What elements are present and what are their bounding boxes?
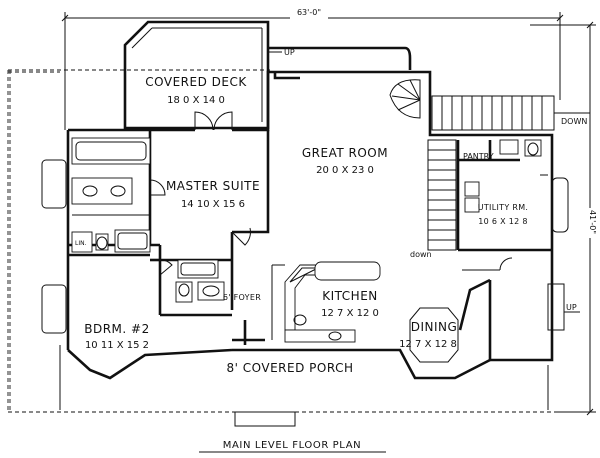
covered-deck-size: 18 0 X 14 0 xyxy=(167,95,225,106)
plan-title: MAIN LEVEL FLOOR PLAN xyxy=(223,440,361,451)
master-bath: LIN. xyxy=(71,137,151,253)
kitchen-cabinets xyxy=(271,261,381,343)
overall-depth-dimension: 41'-0" xyxy=(583,21,597,416)
room-great-room: GREAT ROOM 20 0 X 23 0 xyxy=(302,146,388,176)
covered-porch-name: 8' COVERED PORCH xyxy=(227,361,354,375)
deck-down-label: DOWN xyxy=(561,117,587,126)
interior-walls xyxy=(68,130,270,345)
overall-width-dimension: 63'-0" xyxy=(61,8,564,24)
kitchen-name: KITCHEN xyxy=(322,289,378,303)
great-room-name: GREAT ROOM xyxy=(302,146,388,160)
depth-dimension-label: 41'-0" xyxy=(588,210,597,234)
plan-title-block: MAIN LEVEL FLOOR PLAN xyxy=(199,440,386,453)
pantry-utility: PANTRY xyxy=(458,139,569,271)
spiral-stair xyxy=(389,79,421,119)
room-bedroom-2: BDRM. #2 10 11 X 15 2 xyxy=(84,322,149,351)
dining-name: DINING xyxy=(411,320,458,334)
kitchen-size: 12 7 X 12 0 xyxy=(321,308,379,319)
interior-stair: down xyxy=(410,139,460,259)
bedroom-2-size: 10 11 X 15 2 xyxy=(85,340,149,351)
bedroom-2-name: BDRM. #2 xyxy=(84,322,149,336)
width-dimension-label: 63'-0" xyxy=(297,8,321,17)
room-kitchen: KITCHEN 12 7 X 12 0 xyxy=(321,289,379,319)
east-entry-up-label: UP xyxy=(566,303,577,312)
great-room-size: 20 0 X 23 0 xyxy=(316,165,374,176)
stair-down-label: down xyxy=(410,250,432,259)
room-dining: DINING 12 7 X 12 8 xyxy=(399,320,457,350)
room-master-suite: MASTER SUITE 14 10 X 15 6 xyxy=(166,179,260,210)
hall-bath xyxy=(175,259,225,303)
pantry-label: PANTRY xyxy=(463,152,494,161)
porch-wall-bays xyxy=(41,159,491,427)
master-suite-name: MASTER SUITE xyxy=(166,179,260,193)
master-suite-size: 14 10 X 15 6 xyxy=(181,199,245,210)
linen-closet-label: LIN. xyxy=(75,240,87,247)
utility-room-name: UTILITY RM. xyxy=(478,203,529,212)
deck-up-label: UP xyxy=(284,48,295,57)
room-utility: UTILITY RM. 10 6 X 12 8 xyxy=(478,203,529,226)
room-foyer: 6' FOYER xyxy=(223,293,261,302)
deck-stair-east: DOWN xyxy=(431,95,590,131)
room-covered-porch: 8' COVERED PORCH xyxy=(227,361,354,375)
room-covered-deck: COVERED DECK 18 0 X 14 0 xyxy=(145,75,247,106)
covered-deck-name: COVERED DECK xyxy=(145,75,247,89)
exterior-walls xyxy=(66,70,554,362)
foyer-label: 6' FOYER xyxy=(223,293,261,302)
master-doors xyxy=(149,111,251,276)
dining-size: 12 7 X 12 8 xyxy=(399,339,457,350)
dining-bay: UP xyxy=(409,278,580,363)
utility-room-size: 10 6 X 12 8 xyxy=(478,217,528,226)
